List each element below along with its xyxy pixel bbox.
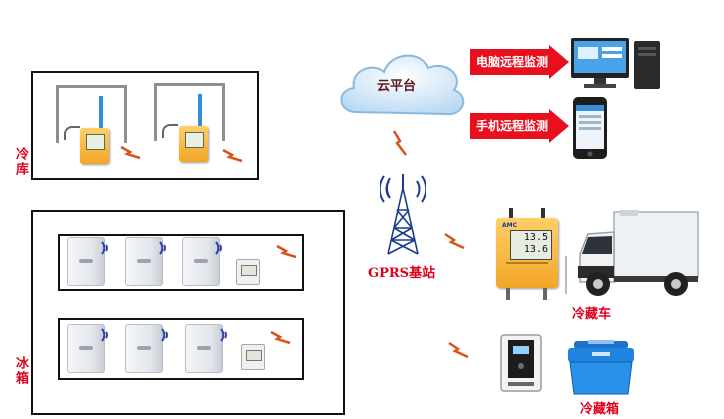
- wifi-icon: [220, 328, 227, 342]
- signal-icon: [120, 145, 141, 160]
- cooler-label: 冷藏箱: [580, 402, 620, 417]
- logger-antenna: [541, 208, 545, 220]
- freezer-unit: [67, 324, 105, 373]
- tower-label: GPRS基站: [368, 266, 436, 281]
- smartphone-icon: [573, 97, 607, 159]
- signal-icon: [276, 244, 297, 259]
- signal-icon: [392, 130, 407, 156]
- cold-storage-frame: [31, 71, 259, 180]
- temperature-logger: [179, 126, 208, 162]
- cooler-box-icon: [568, 340, 634, 395]
- freezer-frame: [31, 210, 345, 415]
- signal-icon: [222, 148, 243, 163]
- freezer-row-1-frame: [58, 234, 304, 291]
- temperature-logger: [80, 128, 109, 164]
- temperature-logger: [241, 344, 265, 370]
- cloud-label: 云平台: [377, 79, 417, 94]
- temperature-logger: [236, 259, 260, 285]
- probe-cable: [543, 288, 547, 300]
- freezer-unit: [182, 237, 220, 286]
- freezer-unit: [67, 237, 105, 286]
- gateway-device-icon: [500, 334, 542, 392]
- probe-cable: [506, 288, 510, 300]
- freezer-unit: [125, 324, 163, 373]
- wifi-icon: [159, 241, 166, 255]
- logger-brand: AMC: [502, 222, 518, 229]
- freezer-unit: [185, 324, 223, 373]
- gprs-tower-icon: [380, 174, 426, 255]
- phone-monitor-arrow: 手机远程监测: [470, 113, 550, 139]
- wifi-icon: [101, 241, 108, 255]
- wifi-icon: [161, 328, 168, 342]
- gprs-temperature-logger: AMC 13.5 13.6: [496, 218, 558, 288]
- pipe: [99, 96, 103, 130]
- cold-room-1: [56, 85, 127, 143]
- freezer-unit: [125, 237, 163, 286]
- hook-icon: [162, 124, 178, 138]
- logger-reading-1: 13.5: [523, 232, 548, 243]
- arrow-head: [549, 109, 569, 143]
- pipe: [198, 94, 202, 128]
- signal-icon: [448, 341, 469, 359]
- logger-screen: 13.5 13.6: [510, 230, 552, 260]
- arrow-head: [549, 45, 569, 79]
- cold-storage-label: 冷库: [13, 147, 28, 177]
- refrigerated-truck-icon: [578, 210, 699, 296]
- cold-room-2: [154, 83, 225, 141]
- freezer-label: 冰箱: [13, 356, 28, 386]
- pc-monitor-arrow: 电脑远程监测: [470, 49, 550, 75]
- truck-label: 冷藏车: [572, 307, 612, 322]
- wifi-icon: [215, 241, 222, 255]
- signal-icon: [270, 330, 291, 345]
- logger-reading-2: 13.6: [523, 244, 548, 255]
- hook-icon: [64, 126, 80, 140]
- wifi-icon: [101, 328, 108, 342]
- logger-antenna: [509, 208, 513, 220]
- desktop-computer-icon: [571, 38, 660, 89]
- probe-cable: [565, 256, 567, 294]
- signal-icon: [444, 232, 465, 250]
- cloud-icon: [340, 54, 465, 116]
- freezer-row-2-frame: [58, 318, 304, 380]
